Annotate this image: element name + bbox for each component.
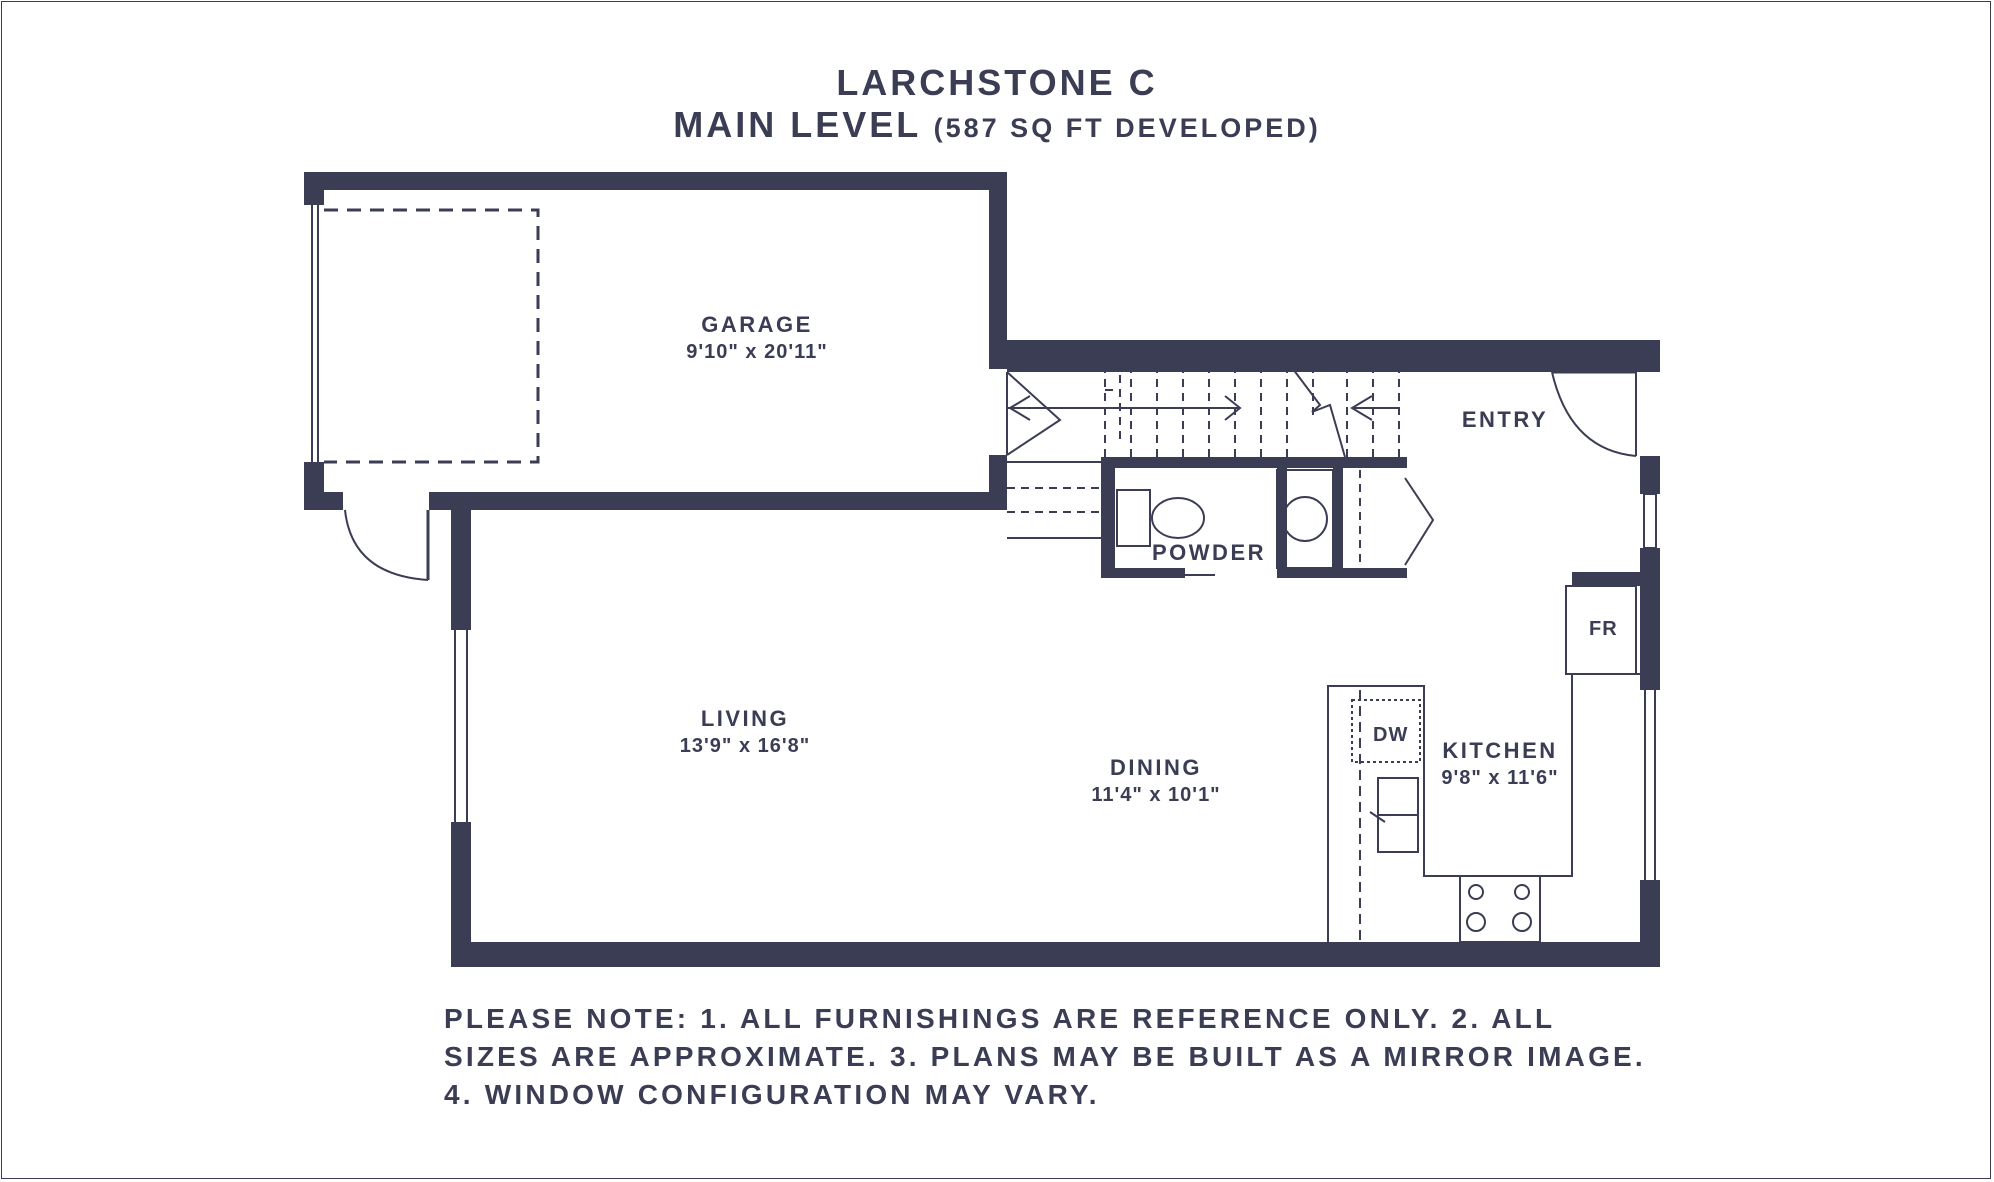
wall-living-left-upper <box>451 505 471 630</box>
note-line-3: 4. WINDOW CONFIGURATION MAY VARY. <box>444 1079 1100 1110</box>
wall-garage-right-upper <box>989 172 1007 369</box>
wall-garage-left-upper <box>304 172 324 205</box>
stair-arrow-right <box>1350 395 1400 421</box>
garage-door-swing <box>344 509 429 581</box>
wall-garage-right-lower <box>989 455 1007 503</box>
kitchen-counter <box>1327 674 1573 942</box>
burner-2 <box>1514 884 1530 900</box>
dishwasher-box <box>1351 699 1421 763</box>
room-garage: GARAGE 9'10" x 20'11" <box>686 312 827 364</box>
room-living: LIVING 13'9" x 16'8" <box>680 706 810 758</box>
stair-arrow-head <box>1224 395 1242 421</box>
room-entry: ENTRY <box>1462 407 1548 433</box>
dining-label: DINING <box>1109 755 1202 780</box>
room-kitchen: KITCHEN 9'8" x 11'6" <box>1441 738 1558 790</box>
powder-label: POWDER <box>1152 540 1266 565</box>
developed-area: (587 SQ FT DEVELOPED) <box>933 113 1321 143</box>
garage-house-door <box>1006 371 1062 456</box>
faucet <box>1369 811 1386 823</box>
dining-size: 11'4" x 10'1" <box>1091 784 1221 806</box>
range <box>1459 875 1541 943</box>
plan-title: LARCHSTONE C <box>836 62 1158 103</box>
wall-powder-right <box>1277 457 1287 577</box>
vanity <box>1276 469 1334 569</box>
dishwasher-label: DW <box>1373 724 1409 746</box>
entry-label: ENTRY <box>1461 407 1549 432</box>
wall-bottom <box>451 942 1660 967</box>
closet-door <box>1404 477 1435 566</box>
stair-break-line <box>1289 364 1346 458</box>
level-title: MAIN LEVEL (587 SQ FT DEVELOPED) <box>0 104 1994 146</box>
entry-door-swing <box>1551 371 1637 457</box>
note-line-1: PLEASE NOTE: 1. ALL FURNISHINGS ARE REFE… <box>444 1003 1556 1034</box>
wall-garage-bottom-right <box>429 492 1007 510</box>
garage-label: GARAGE <box>701 312 813 337</box>
wall-stair-bottom <box>1101 457 1407 468</box>
room-dining: DINING 11'4" x 10'1" <box>1091 755 1220 807</box>
toilet-bowl <box>1151 497 1205 539</box>
wall-closet-left <box>1333 457 1343 577</box>
burner-1 <box>1468 884 1484 900</box>
wall-powder-bottom-left <box>1101 568 1185 578</box>
fridge-label: FR <box>1589 618 1618 640</box>
interior-linework <box>311 205 1657 943</box>
stair-dash-a <box>1105 375 1121 440</box>
living-size: 13'9" x 16'8" <box>679 735 811 757</box>
wall-right-mid <box>1640 548 1660 690</box>
wall-garage-bottom-left <box>304 492 343 510</box>
kitchen-size: 9'8" x 11'6" <box>1441 767 1559 789</box>
note-line-2: SIZES ARE APPROXIMATE. 3. PLANS MAY BE B… <box>444 1041 1646 1072</box>
wall-garage-top <box>304 172 1007 190</box>
stair-arrow-left <box>1008 395 1031 421</box>
garage-door-outline <box>324 208 540 464</box>
wall-fridge-top <box>1572 572 1640 586</box>
burner-3 <box>1466 912 1486 932</box>
wall-right-entry <box>1640 456 1660 494</box>
powder-sink <box>1282 496 1328 542</box>
wall-right-top-stub <box>1640 340 1660 370</box>
kitchen-label: KITCHEN <box>1442 738 1558 763</box>
disclaimer-note: PLEASE NOTE: 1. ALL FURNISHINGS ARE REFE… <box>444 1000 1694 1114</box>
toilet-tank <box>1116 489 1151 547</box>
exterior-walls <box>304 172 1660 967</box>
burner-4 <box>1512 912 1532 932</box>
living-label: LIVING <box>700 706 790 731</box>
wall-living-left-lower <box>451 822 471 967</box>
level-name: MAIN LEVEL <box>673 104 921 145</box>
room-powder: POWDER <box>1152 540 1266 566</box>
garage-size: 9'10" x 20'11" <box>686 341 828 363</box>
entry-window <box>1643 493 1657 549</box>
wall-powder-left <box>1101 457 1115 577</box>
wall-house-top <box>1007 340 1660 372</box>
